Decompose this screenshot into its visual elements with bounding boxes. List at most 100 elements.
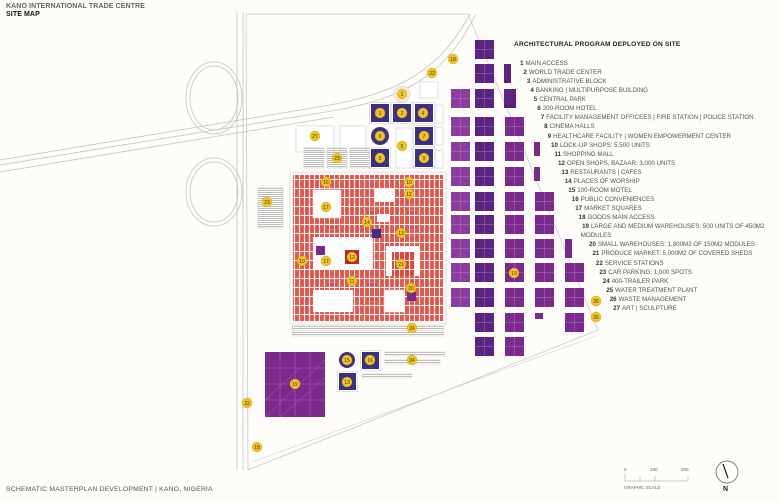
- legend-number: 27: [613, 304, 621, 312]
- warehouse-block: [475, 142, 494, 161]
- scale-tick: 100: [650, 467, 658, 472]
- marker-12: 12: [346, 251, 358, 263]
- legend-number: 19: [582, 223, 589, 231]
- legend-label: HEALTHCARE FACILITY | WOMEN EMPOWERMENT …: [553, 132, 732, 140]
- marker-number: 17: [323, 259, 329, 265]
- marker-number: 26: [593, 299, 599, 305]
- legend-number: 8: [544, 123, 548, 131]
- warehouse-block: [475, 167, 494, 186]
- marker-number: 6: [379, 134, 382, 140]
- warehouse-block: [451, 142, 470, 161]
- warehouse-block: [451, 167, 470, 186]
- scale-tick: 0: [624, 467, 627, 472]
- marker-number: 16: [367, 358, 373, 364]
- marker-13: 13: [395, 227, 407, 239]
- warehouse-block: [535, 215, 554, 234]
- marker-number: 14: [364, 220, 370, 226]
- warehouse-block: [505, 337, 524, 356]
- legend-number: 6: [537, 105, 541, 113]
- marker-10: 10: [296, 255, 308, 267]
- marker-number: 13: [344, 380, 350, 386]
- legend-label: SERVICE STATIONS: [604, 259, 664, 267]
- marker-number: 24: [409, 358, 415, 364]
- warehouse-block: [504, 89, 516, 108]
- warehouse-block: [475, 313, 494, 332]
- civic-blocks: [257, 81, 444, 229]
- warehouse-block: [451, 288, 470, 307]
- warehouse-block: [475, 215, 494, 234]
- marker-number: 23: [264, 200, 270, 206]
- warehouse-block: [475, 192, 494, 211]
- map-title: KANO INTERNATIONAL TRADE CENTRE SITE MAP: [6, 3, 145, 19]
- legend-number: 15: [568, 186, 576, 194]
- warehouse-block: [534, 142, 540, 156]
- marker-16: 16: [364, 354, 376, 366]
- legend-number: 12: [557, 159, 565, 167]
- warehouse-block: [475, 288, 494, 307]
- marker-number: 19: [292, 382, 298, 388]
- legend-number: 7: [540, 114, 545, 122]
- warehouse-block: [505, 167, 524, 186]
- legend-number: 9: [547, 132, 552, 140]
- legend-number: 24: [602, 277, 610, 285]
- marker-24: 24: [406, 354, 418, 366]
- footer-caption: SCHEMATIC MASTERPLAN DEVELOPMENT | KANO,…: [6, 486, 213, 493]
- warehouse-block: [535, 313, 543, 319]
- legend-label: BANKING | MULTIPURPOSE BUILDING: [535, 87, 648, 95]
- legend-label: CINEMA HALLS: [549, 123, 595, 131]
- marker-7: 7: [418, 130, 430, 142]
- warehouse-block: [565, 239, 572, 258]
- marker-24: 24: [406, 322, 418, 334]
- project-title: KANO INTERNATIONAL TRADE CENTRE: [6, 3, 145, 10]
- legend-label: CAR PARKING: 1,000 SPOTS: [608, 268, 693, 276]
- legend-label: PLACES OF WORSHIP: [573, 177, 640, 185]
- warehouse-block: [505, 215, 524, 234]
- highway-interchange: [0, 12, 477, 470]
- marker-number: 10: [299, 259, 305, 265]
- marker-14: 14: [361, 216, 373, 228]
- marker-4: 4: [417, 107, 429, 119]
- warehouse-block: [505, 313, 524, 332]
- legend-label: ART | SCULPTURE: [622, 304, 677, 312]
- legend-label: LOCK-UP SHOPS: 5,500 UNITS: [559, 141, 650, 149]
- warehouse-block: [451, 117, 470, 136]
- marker-number: 22: [244, 401, 250, 407]
- marker-number: 12: [349, 255, 355, 261]
- marker-9: 9: [418, 152, 430, 164]
- marker-number: 17: [323, 205, 329, 211]
- legend-number: 11: [554, 150, 562, 158]
- warehouse-block: [505, 239, 524, 258]
- marker-15: 15: [341, 354, 353, 366]
- marker-number: 15: [344, 358, 350, 364]
- marker-number: 10: [406, 180, 412, 186]
- warehouse-block: [505, 117, 524, 136]
- warehouse-block: [475, 117, 494, 136]
- legend-label: 200-ROOM HOTEL: [542, 105, 597, 113]
- marker-5: 5: [396, 140, 408, 152]
- legend-number: 16: [571, 196, 579, 204]
- legend-number: 22: [595, 259, 603, 267]
- marker-number: 7: [423, 134, 426, 140]
- marker-27: 27: [309, 130, 321, 142]
- warehouse-grid: [451, 40, 584, 356]
- legend-label: ADMINISTRATIVE BLOCK: [532, 78, 607, 86]
- marker-number: 16: [323, 180, 329, 186]
- legend-number: 23: [599, 268, 607, 276]
- marker-2: 2: [396, 107, 408, 119]
- marker-number: 24: [409, 326, 415, 332]
